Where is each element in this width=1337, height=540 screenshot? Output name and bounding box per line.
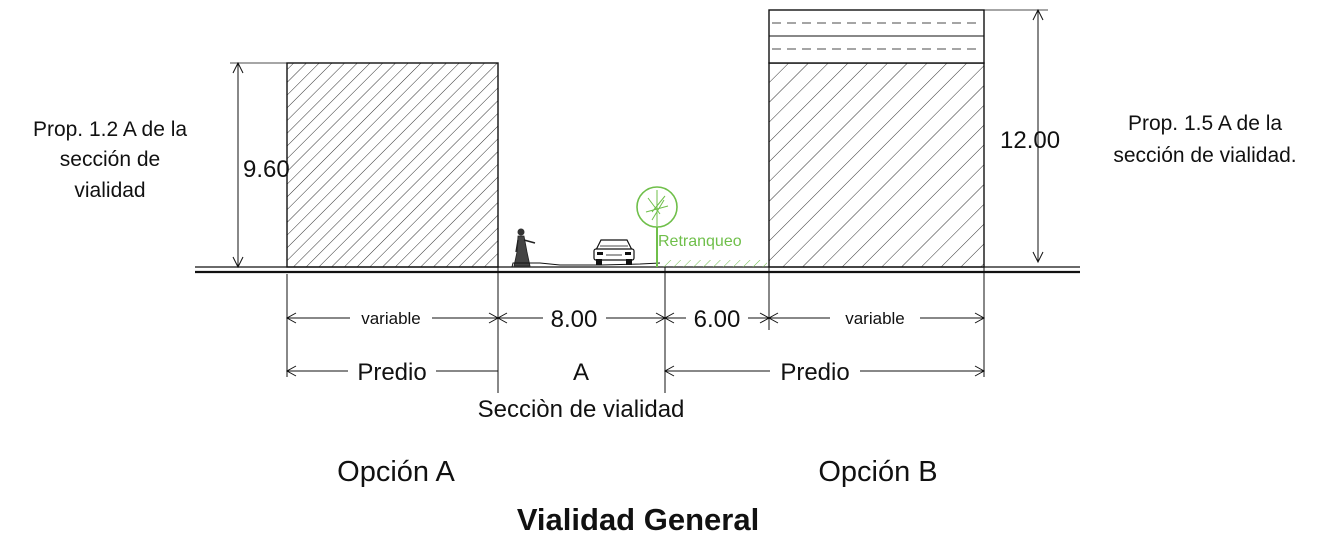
retranqueo-label: Retranqueo [658, 233, 742, 250]
left-note-line2: sección de [60, 148, 160, 171]
left-note-line1: Prop. 1.2 A de la [33, 118, 187, 141]
ground-line [195, 266, 1080, 274]
right-note-line2: sección de vialidad. [1113, 144, 1296, 167]
predio-right-label: Predio [780, 359, 849, 386]
pedestrian-icon [513, 228, 536, 267]
building-a [286, 62, 499, 268]
car-icon [593, 239, 635, 265]
height-label-b: 12.00 [1000, 127, 1060, 154]
dimension-row-1 [285, 312, 986, 324]
height-dimension-b [984, 8, 1048, 264]
option-a-label: Opción A [337, 456, 455, 488]
setback-area [662, 260, 767, 267]
extension-lines [286, 267, 985, 393]
variable-right-label: variable [845, 309, 905, 328]
building-b [768, 9, 985, 268]
height-label-a: 9.60 [243, 156, 290, 183]
height-dimension-a [230, 61, 287, 269]
drawing-title: Vialidad General [517, 502, 759, 537]
dimension-row-2 [285, 365, 986, 377]
variable-left-label: variable [361, 309, 421, 328]
left-note-line3: vialidad [74, 179, 145, 202]
section-caption: Secciòn de vialidad [478, 396, 685, 423]
option-b-label: Opción B [818, 456, 937, 488]
right-note-line1: Prop. 1.5 A de la [1128, 112, 1282, 135]
predio-left-label: Predio [357, 359, 426, 386]
road-width-label: 8.00 [551, 306, 598, 333]
section-letter-label: A [573, 359, 589, 386]
setback-label: 6.00 [694, 306, 741, 333]
tree-icon [636, 186, 678, 267]
sidewalk-curb [503, 262, 661, 268]
